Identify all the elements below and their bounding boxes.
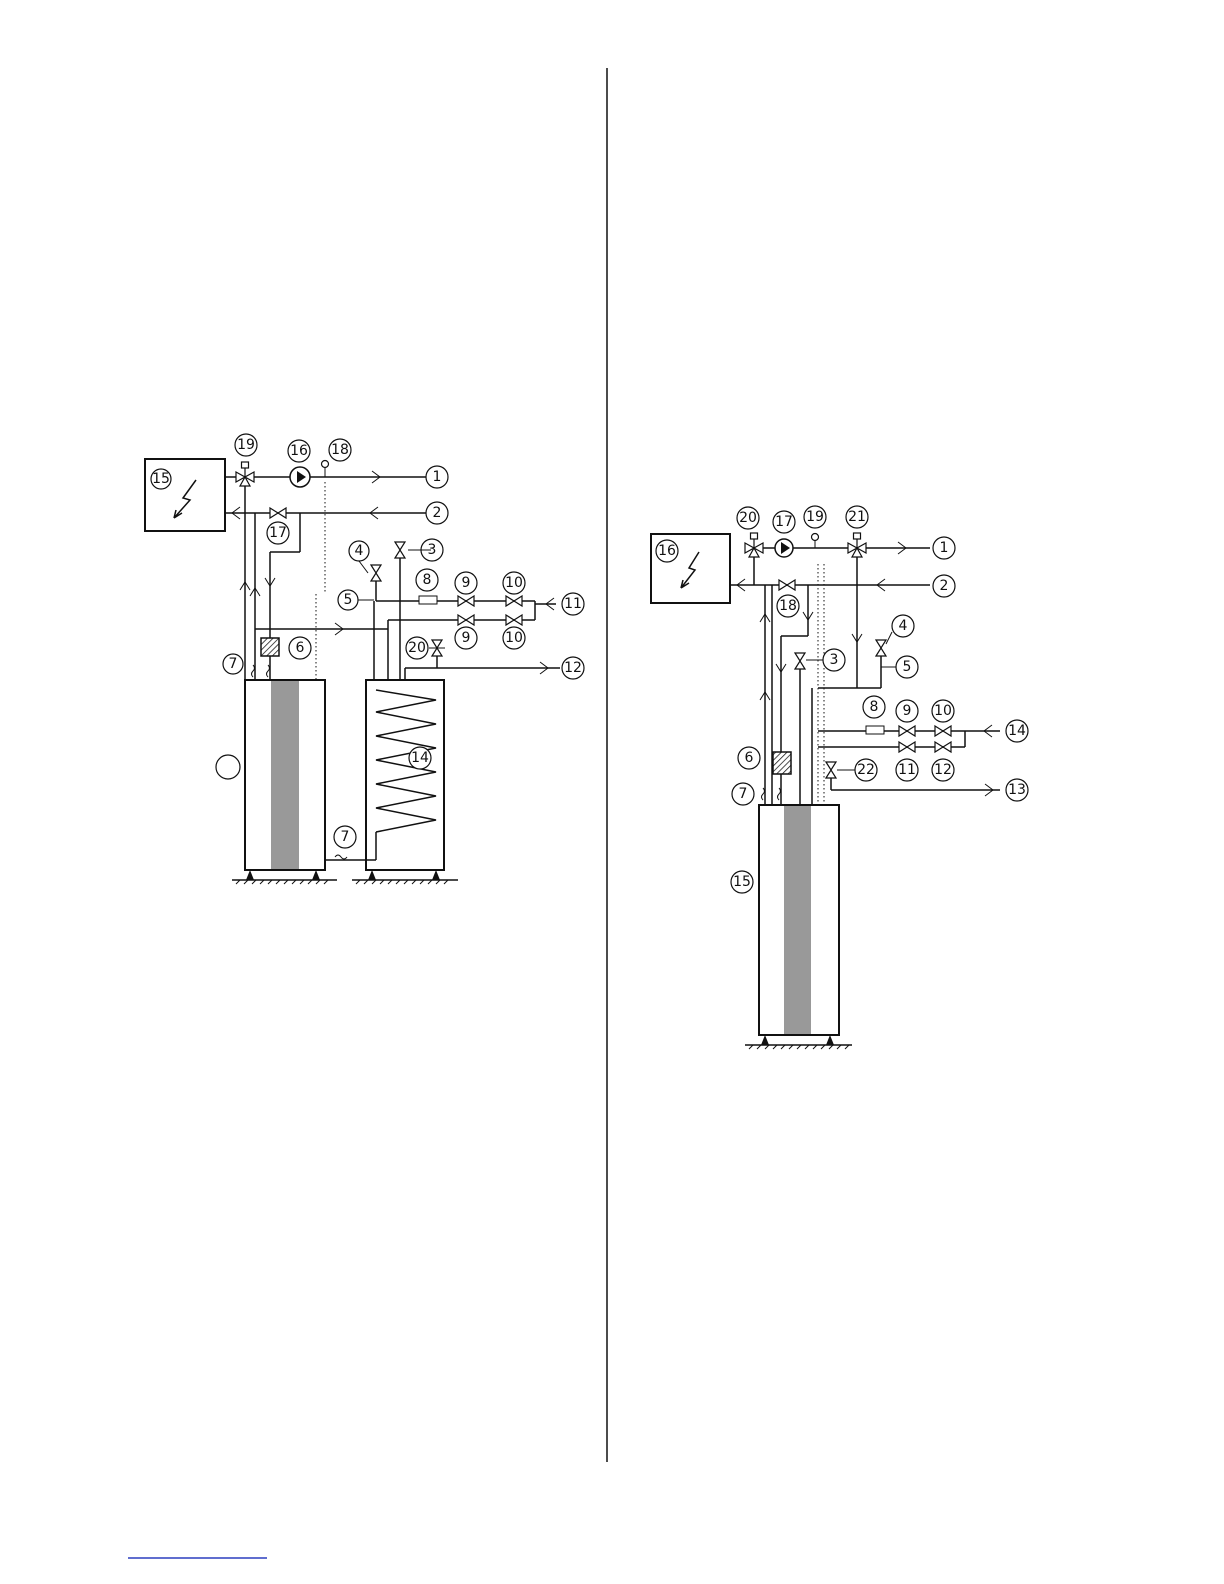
right-callout-15: 15 (733, 874, 751, 890)
right-callout-8: 8 (870, 699, 879, 715)
right-callout-16: 16 (658, 543, 676, 559)
right-callout-12: 12 (934, 762, 952, 778)
left-callout-10b: 10 (505, 630, 523, 646)
right-sensor-icon (866, 726, 884, 734)
right-callout-6: 6 (745, 750, 754, 766)
left-callout-20: 20 (408, 640, 426, 656)
right-callout-20: 20 (739, 510, 757, 526)
left-callout-9b: 9 (462, 630, 471, 646)
right-callout-7: 7 (739, 786, 748, 802)
left-water-heater-tank (366, 680, 444, 870)
right-pump-icon (775, 539, 793, 557)
right-air-vent-icon (812, 534, 819, 549)
left-callout-10a: 10 (505, 575, 523, 591)
left-callout-19: 19 (237, 437, 255, 453)
left-filter-icon (261, 638, 279, 656)
right-callout-14: 14 (1008, 723, 1026, 739)
left-callout-17: 17 (269, 525, 287, 541)
right-callout-10: 10 (934, 703, 952, 719)
right-callout-2: 2 (940, 578, 949, 594)
left-callout-5: 5 (344, 592, 353, 608)
right-diagram: 16 20 17 19 21 1 2 18 4 3 5 8 9 10 14 6 … (651, 506, 1028, 1049)
right-callout-13: 13 (1008, 782, 1026, 798)
right-callout-17: 17 (775, 514, 793, 530)
left-air-vent-icon (322, 461, 329, 478)
left-callout-9a: 9 (462, 575, 471, 591)
left-diagram: 15 19 16 18 1 2 17 3 4 8 9 10 5 11 9 10 … (145, 434, 584, 884)
right-callout-21: 21 (848, 509, 866, 525)
left-callout-7a: 7 (229, 656, 238, 672)
right-ground (745, 1035, 852, 1049)
left-callout-8: 8 (423, 572, 432, 588)
left-callout-14: 14 (411, 750, 429, 766)
right-callout-22: 22 (857, 762, 875, 778)
right-callout-4: 4 (899, 618, 908, 634)
right-callout-18: 18 (779, 598, 797, 614)
left-pump-icon (290, 467, 310, 487)
left-callout-1: 1 (433, 469, 442, 485)
left-ground (232, 870, 458, 884)
left-callout-2: 2 (433, 505, 442, 521)
right-callout-11: 11 (898, 762, 916, 778)
left-callout-11: 11 (564, 596, 582, 612)
left-callout-6: 6 (296, 640, 305, 656)
right-callout-19: 19 (806, 509, 824, 525)
right-filter-icon (773, 752, 791, 774)
left-callout-12: 12 (564, 660, 582, 676)
left-sensor-icon (419, 596, 437, 604)
left-callout-4: 4 (355, 543, 364, 559)
right-callout-1: 1 (940, 540, 949, 556)
right-callout-9: 9 (903, 703, 912, 719)
left-callout-16: 16 (290, 443, 308, 459)
right-callout-5: 5 (903, 659, 912, 675)
right-callout-3: 3 (830, 652, 839, 668)
left-callout-7b: 7 (341, 829, 350, 845)
left-callout-18: 18 (331, 442, 349, 458)
left-callout-15: 15 (152, 471, 170, 487)
